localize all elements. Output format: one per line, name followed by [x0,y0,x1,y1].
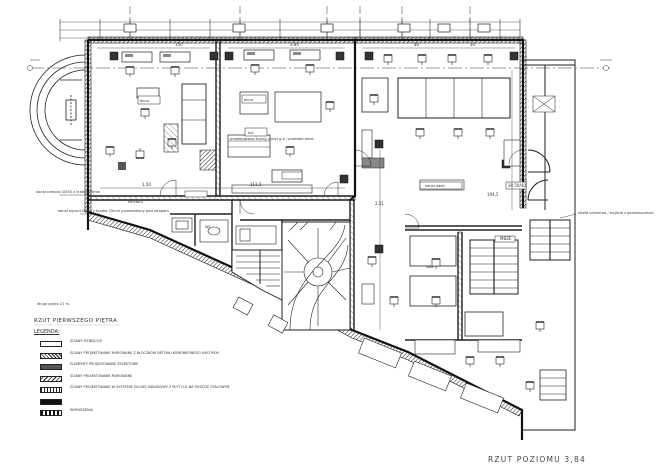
svg-text:1,50: 1,50 [142,182,151,187]
legend-swatch [40,375,62,382]
wc-fixtures [171,217,277,245]
dimension-texts: 1,50 111,5 80 30 2,51 194,5 30 50/40 MBZ… [142,42,526,241]
legend-item: ŚCIANY PROJEKTOWANE W SYSTEMIE SUCHEJ ZA… [40,385,230,398]
plan-title: RZUT POZIOMU 3,84 [488,455,586,464]
legend-item: ŚCIANY PROJEKTOWANE MUROWANE [40,373,230,387]
svg-text:3,84: 3,84 [290,42,299,47]
legend-label: ŚCIANY PROJEKTOWANE MUROWANE [70,373,133,378]
svg-text:80: 80 [414,42,420,47]
svg-text:kanał went.: kanał went. [425,184,446,188]
right-annex [522,59,576,431]
svg-text:30: 30 [470,42,476,47]
legend-label: ŚCIANY PROJEKTOWANE W SYSTEMIE SUCHEJ ZA… [70,385,230,389]
legend-list: ŚCIANY ISTNIEJĄCE ŚCIANY PROJEKTOWANE MU… [40,339,230,421]
svg-text:194,5: 194,5 [487,192,499,197]
legend-swatch [40,398,62,405]
svg-text:111,5: 111,5 [250,182,262,187]
partition-hatch [87,39,463,341]
spiral-staircase [281,221,351,331]
svg-text:biuro: biuro [140,99,149,103]
legend-item: ELEMENTY PROJEKTOWANE ŻELBETOWE [40,362,230,375]
svg-text:30 50/40: 30 50/40 [508,183,526,188]
legend-heading: LEGENDA: [34,329,60,335]
svg-text:kanał wyrzut Ø250 z kratką 25m: kanał wyrzut Ø250 z kratką 25mm przewidz… [58,208,169,213]
svg-text:kanał czerpny Ø250 z kratką 25: kanał czerpny Ø250 z kratką 25mm [36,189,101,194]
svg-text:projektowane ściany z płyt g-k: projektowane ściany z płyt g-k / przewód… [230,137,315,141]
legend-item: ŚCIANY ISTNIEJĄCE [40,339,230,352]
legend-label: WYBURZENIA [70,408,93,412]
furniture-right-room [361,54,545,393]
legend-item: WYBURZENIA [40,408,230,421]
bay-window [29,54,86,166]
furniture-middle-room [227,49,335,194]
annotation-tags [137,94,527,243]
legend-swatch [40,410,62,416]
legend-swatch [40,352,62,359]
svg-text:2,51: 2,51 [375,201,384,206]
svg-text:biuro: biuro [244,98,253,102]
svg-text:hol: hol [248,131,253,135]
callout-notes: kanał czerpny Ø250 z kratką 25mm kanał w… [36,98,654,269]
legend-swatch [40,364,62,370]
floor-label: RZUT PIERWSZEGO PIĘTRA [34,318,118,324]
furniture-left-room [105,51,207,170]
furniture-lower-left [232,296,504,414]
legend-swatch [40,387,62,393]
legend-item: ŚCIANY PROJEKTOWANE MUROWANE Z BLOCZKÓW … [40,350,230,364]
interior-dimensions [97,47,515,330]
legend-label: ŚCIANY PROJEKTOWANE MUROWANE Z BLOCZKÓW … [70,350,219,355]
legend-label: ŚCIANY ISTNIEJĄCE [70,339,103,343]
right-annex-stair [469,95,571,401]
svg-text:korytarz: korytarz [128,200,143,204]
svg-text:WC: WC [205,225,212,229]
lower-stair [231,249,283,301]
svg-text:sala: sala [426,265,433,269]
top-column-markers [123,23,491,33]
svg-text:strefa ochronna / wyjście z po: strefa ochronna / wyjście z pomieszczeni… [578,211,654,215]
stair-note: długo piętro 21 m. [37,302,71,306]
door-swings [159,149,524,229]
legend-item [40,398,230,410]
svg-text:MBZE: MBZE [500,236,512,241]
legend-label: ELEMENTY PROJEKTOWANE ŻELBETOWE [70,362,139,366]
svg-text:150: 150 [175,42,183,47]
legend-swatch [40,341,62,347]
